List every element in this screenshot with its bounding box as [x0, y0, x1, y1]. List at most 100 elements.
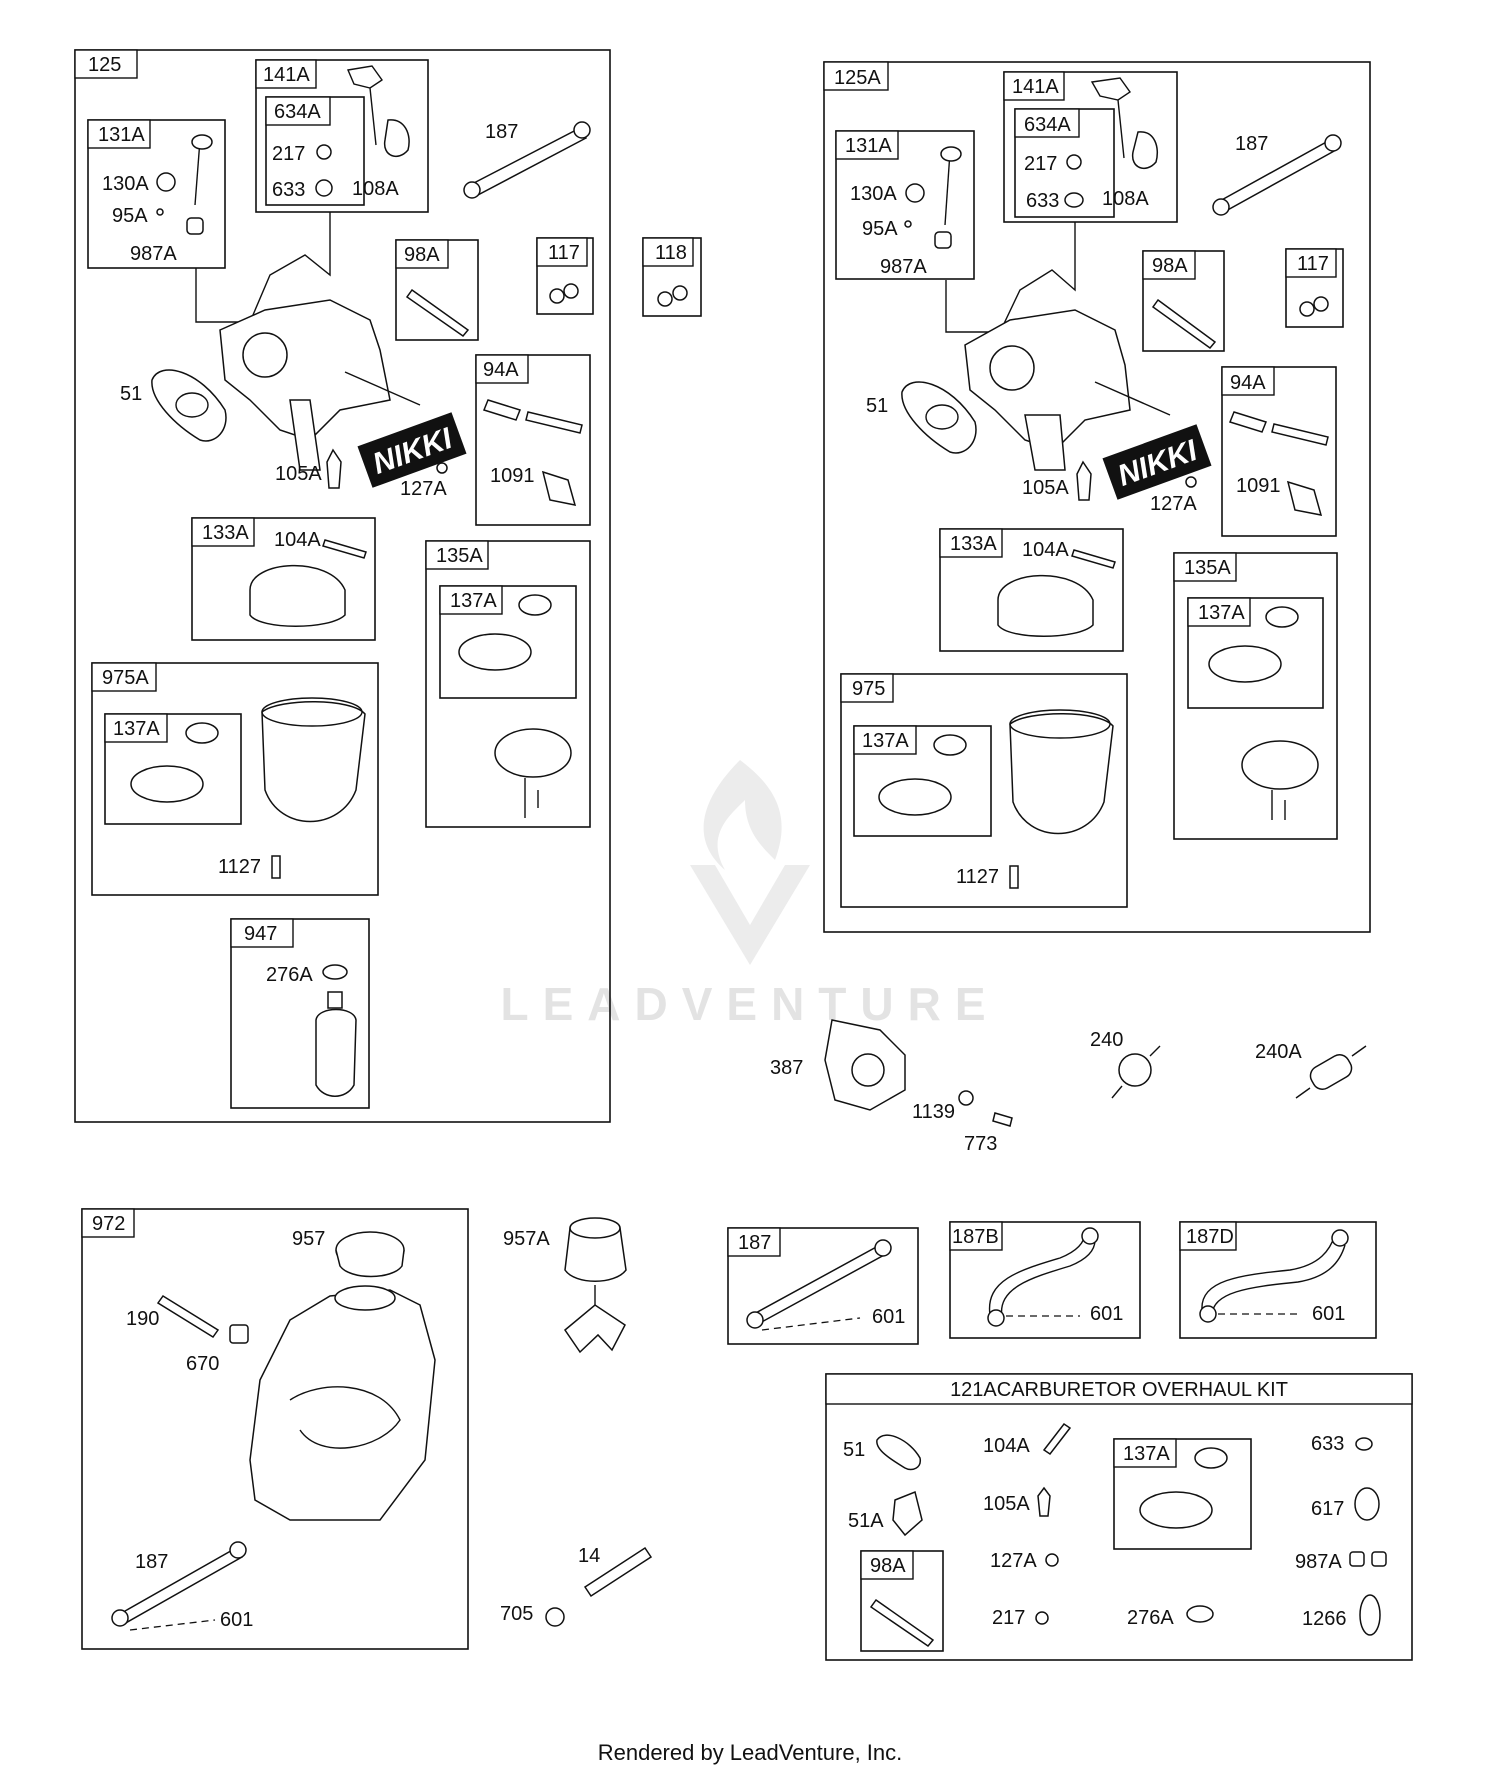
group-box-135A: [1173, 552, 1338, 840]
clamp-icon: [573, 121, 591, 139]
group-box-135A: [425, 540, 591, 828]
fuel-cap-skirt-icon: [335, 1249, 405, 1278]
fuel-line-icon: [1201, 1234, 1336, 1311]
group-tag-137A: [439, 585, 503, 615]
group-label-133A: 133A: [950, 533, 997, 555]
fuel-bowl-rim-icon: [1009, 709, 1111, 739]
group-box-947: [230, 918, 370, 1109]
group-label-131A: 131A: [845, 135, 892, 157]
choke-shaft-icon: [944, 151, 951, 226]
group-label-975: 975: [852, 678, 885, 700]
clamp-icon: [229, 1541, 247, 1559]
float-icon: [249, 564, 346, 627]
group-tag-634A: [265, 96, 331, 126]
fuel-tank-neck-icon: [334, 1285, 396, 1311]
group-label-137A-b: 137A: [862, 730, 909, 752]
group-label-133A: 133A: [202, 522, 249, 544]
group-box-972: [81, 1208, 469, 1650]
part-label-773: 773: [964, 1133, 997, 1155]
group-label-98A: 98A: [404, 244, 440, 266]
group-box-187: [727, 1227, 919, 1345]
gasket-icon: [901, 381, 977, 454]
gasket-icon: [151, 369, 227, 442]
group-tag-137A-b: [104, 713, 168, 743]
clamp-icon: [1331, 1229, 1349, 1247]
group-label-94A: 94A: [483, 359, 519, 381]
screw-icon: [156, 208, 164, 216]
footer-credit: Rendered by LeadVenture, Inc.: [598, 1740, 903, 1765]
part-label-190: 190: [126, 1308, 159, 1330]
carburetor-bowl-post-icon: [289, 399, 321, 471]
group-tag-137A: [1187, 597, 1251, 627]
group-label-187B: 187B: [952, 1226, 999, 1248]
seal-icon: [1371, 1551, 1387, 1567]
part-label-957A: 957A: [503, 1228, 550, 1250]
group-box-141A: [255, 59, 429, 213]
fuel-tank-group: 972 957 190 670 187 601: [81, 1208, 469, 1650]
group-label-187D: 187D: [1186, 1226, 1234, 1248]
kit-title: 121ACARBURETOR OVERHAUL KIT: [950, 1379, 1288, 1401]
watermark-logo: [690, 760, 810, 965]
bolt-icon: [271, 855, 281, 879]
solenoid-icon: [541, 470, 577, 506]
group-box-141A: [1003, 71, 1178, 223]
filter-nipple-icon: [1111, 1045, 1161, 1099]
group-box-125: [74, 49, 611, 1123]
part-label-95A: 95A: [112, 205, 148, 227]
needle-valve-icon: [326, 448, 342, 489]
group-label-94A: 94A: [1230, 372, 1266, 394]
fuel-lines-group: 187 601 187B 601 187D 601: [727, 1221, 1377, 1345]
watermark-text: LEADVENTURE: [500, 978, 999, 1030]
needle-valve-icon: [1037, 1486, 1051, 1517]
part-label-601: 601: [1312, 1303, 1345, 1325]
vented-cap-top-icon: [569, 1217, 621, 1239]
diaphragm-icon: [130, 765, 204, 803]
clamp-icon: [1212, 198, 1230, 216]
part-label-108A: 108A: [352, 178, 399, 200]
leader-line: [129, 1619, 216, 1631]
part-label-617: 617: [1311, 1498, 1344, 1520]
group-label-125A: 125A: [834, 67, 881, 89]
washer-icon: [322, 964, 348, 980]
gasket-icon: [876, 1434, 921, 1471]
screw-icon: [992, 1112, 1013, 1127]
group-box-137A-b: [853, 725, 992, 837]
part-label-276A: 276A: [1127, 1607, 1174, 1629]
clamp-icon: [463, 181, 481, 199]
group-box-94A: [475, 354, 591, 526]
part-label-51A: 51A: [848, 1510, 884, 1532]
group-tag-125A: [823, 61, 889, 91]
o-ring-icon: [436, 462, 448, 474]
fuel-filter-icon: [1309, 1054, 1353, 1090]
clamp-icon: [111, 1609, 129, 1627]
o-ring-icon: [933, 734, 967, 756]
fuel-bowl-cover-icon: [1241, 740, 1319, 790]
group-box-975: [840, 673, 1128, 908]
throttle-plate-icon: [1131, 131, 1159, 170]
clamp-icon: [1199, 1305, 1217, 1323]
choke-lever-icon: [191, 134, 213, 150]
part-label-1266: 1266: [1302, 1608, 1347, 1630]
group-label-137A: 137A: [1123, 1443, 1170, 1465]
fuel-line-edge-icon: [1000, 1239, 1096, 1319]
group-tag-98A: [395, 239, 449, 269]
group-tag-94A: [1221, 366, 1275, 396]
carburetor-bore-icon: [989, 345, 1035, 391]
part-label-633: 633: [272, 179, 305, 201]
leader-line: [344, 371, 421, 406]
fuel-pump-diaphragm-icon: [851, 1053, 885, 1087]
fuel-tank-icon: [249, 1289, 436, 1521]
group-tag-98A: [1142, 250, 1196, 280]
o-ring-icon: [518, 594, 552, 616]
throttle-shaft-icon: [1090, 77, 1131, 159]
fuel-bowl-rim-icon: [261, 697, 363, 727]
part-label-1127: 1127: [956, 866, 999, 888]
screw-icon: [1151, 298, 1217, 350]
leader-line: [195, 212, 331, 323]
screw-icon: [405, 288, 470, 338]
group-tag-133A: [939, 528, 1003, 558]
seal-icon: [934, 231, 952, 249]
carburetor-125-group: 125 141A 634A 217 633 108A 187 131A 130A…: [74, 49, 702, 1123]
group-tag-634A: [1014, 108, 1080, 138]
